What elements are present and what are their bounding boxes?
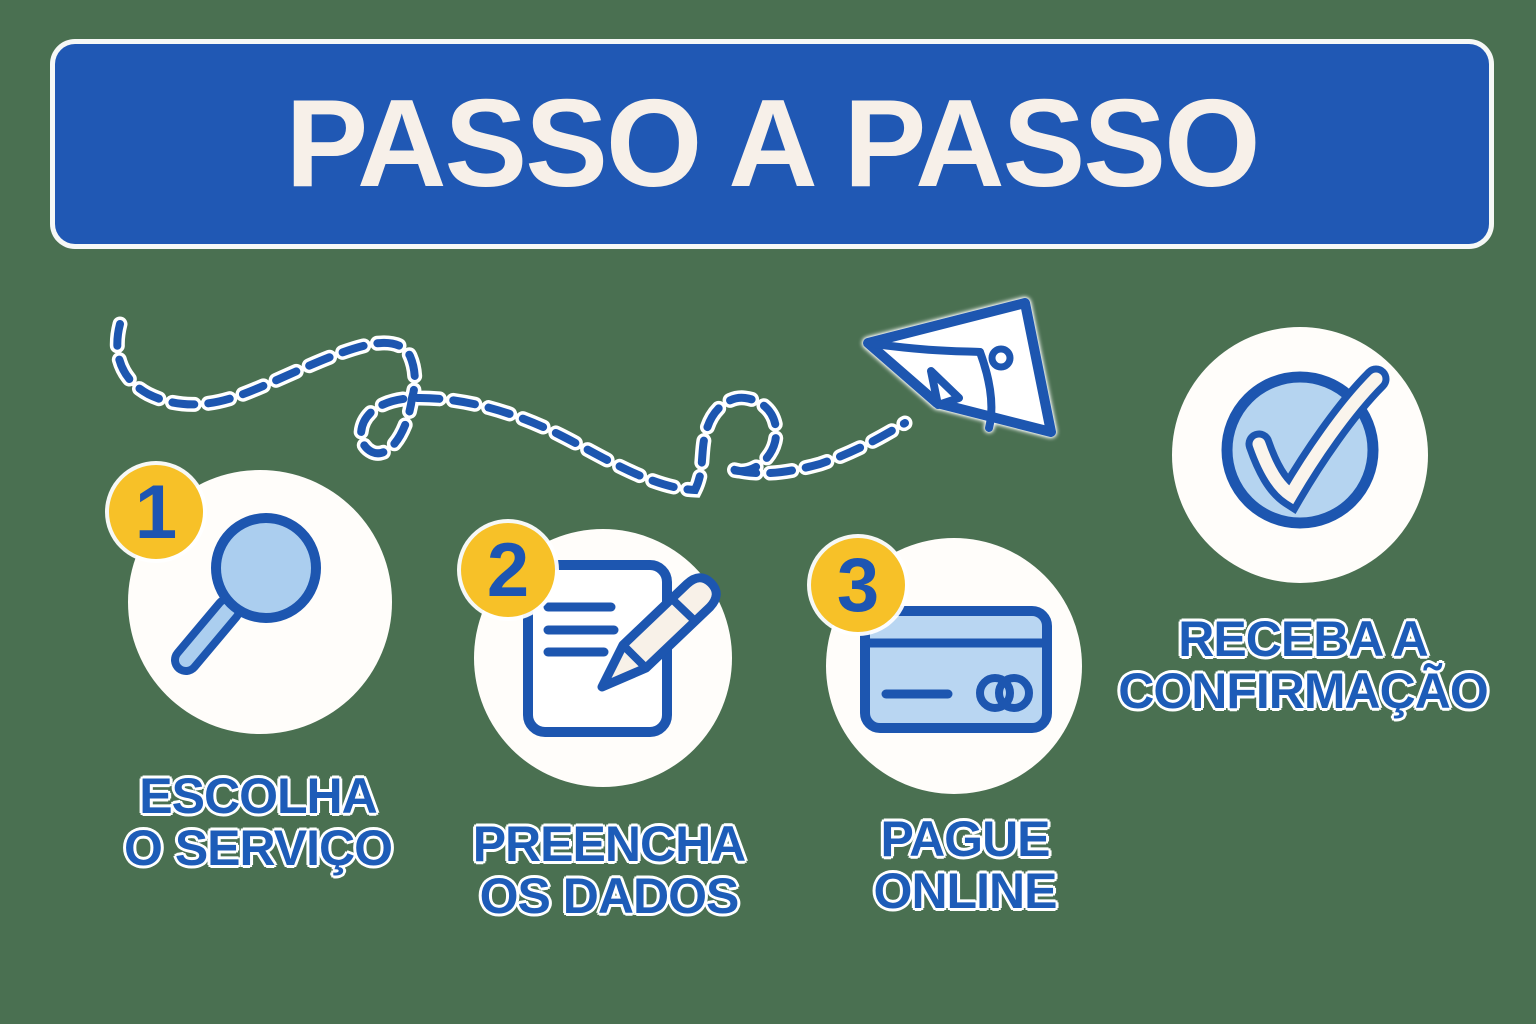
step-2-label-line1: PREENCHA <box>472 816 747 872</box>
step-1-number-badge: 1 <box>109 465 203 559</box>
step-3-label: PAGUE ONLINE <box>705 813 1225 917</box>
step-1-label: ESCOLHA O SERVIÇO <box>0 770 518 874</box>
step-3-label-line2: ONLINE <box>873 863 1058 919</box>
step-2-label-line2: OS DADOS <box>479 868 740 924</box>
step-4-label-line2: CONFIRMAÇÃO <box>1118 663 1489 719</box>
step-3-number-badge: 3 <box>811 538 905 632</box>
step-4-label: RECEBA A CONFIRMAÇÃO <box>1043 613 1536 717</box>
page-title: PASSO A PASSO <box>285 75 1260 213</box>
step-1-number: 1 <box>134 469 178 555</box>
step-1-label-line1: ESCOLHA <box>139 768 377 824</box>
step-3-label-line1: PAGUE <box>880 811 1050 867</box>
dashed-flight-path-icon <box>109 316 913 498</box>
paper-plane-icon <box>863 298 1056 437</box>
step-2-label: PREENCHA OS DADOS <box>349 818 869 922</box>
title-banner: PASSO A PASSO <box>55 44 1489 244</box>
step-2-number: 2 <box>486 527 530 613</box>
step-1-label-line2: O SERVIÇO <box>124 820 393 876</box>
step-4-circle <box>1172 327 1428 583</box>
step-3-number: 3 <box>836 542 880 628</box>
step-2-number-badge: 2 <box>461 523 555 617</box>
step-4-label-line1: RECEBA A <box>1178 611 1428 667</box>
